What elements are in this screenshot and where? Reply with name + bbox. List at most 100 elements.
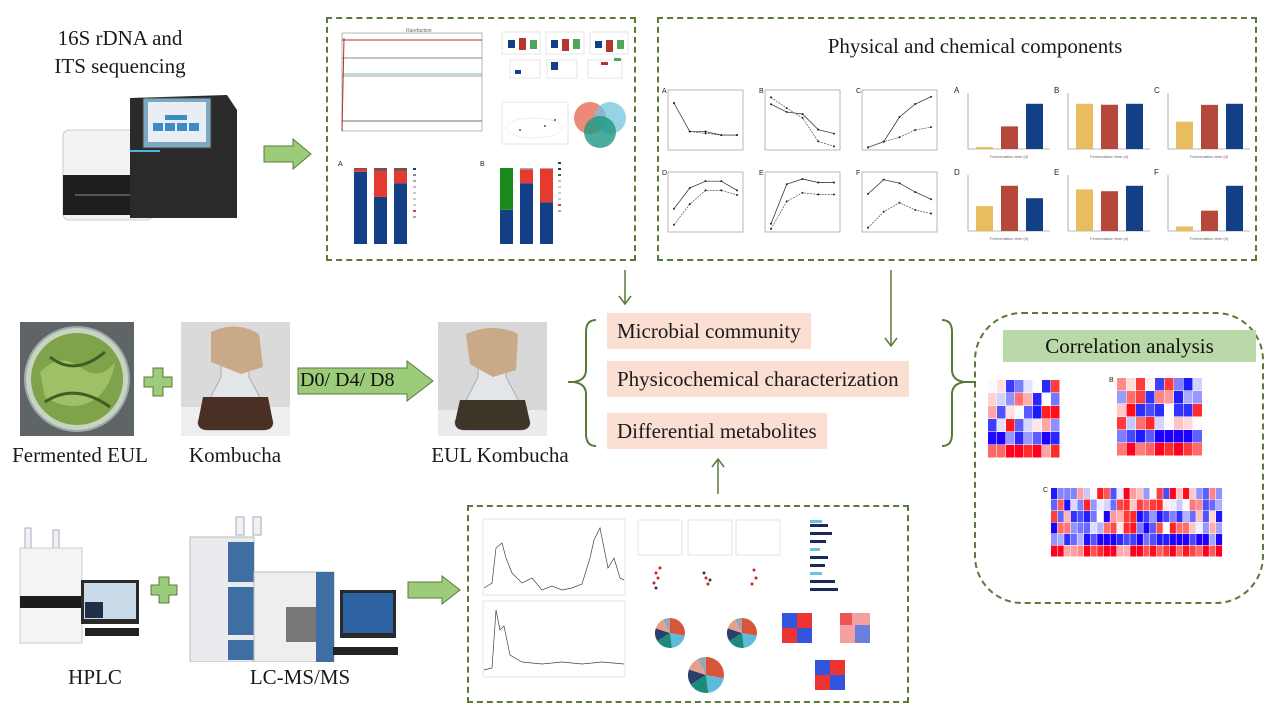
pie-slice xyxy=(655,628,670,642)
data-point xyxy=(770,222,772,225)
bar xyxy=(1026,103,1043,149)
bar xyxy=(1101,104,1118,149)
data-point xyxy=(785,183,788,186)
heatmap-cell xyxy=(1164,391,1174,404)
heatmap-cell xyxy=(1123,534,1130,545)
metabolite-heatmaps xyxy=(782,613,870,690)
stacked-bar-segment xyxy=(540,168,553,203)
heatmap-label: B xyxy=(1109,377,1114,384)
heatmap-cell xyxy=(1130,511,1137,522)
data-point xyxy=(673,207,675,210)
heatmap-cell xyxy=(1077,545,1084,557)
data-point xyxy=(882,210,885,213)
heatmap-cell xyxy=(1164,443,1174,456)
heatmap-cell xyxy=(1006,419,1015,432)
heatmap-cell xyxy=(1103,511,1110,522)
stacked-bar-segment xyxy=(520,169,533,184)
heatmap-cell xyxy=(1163,545,1170,557)
analysis-physicochemical: Physicochemical characterization xyxy=(607,361,909,397)
heatmap-cell xyxy=(1209,511,1216,522)
heatmap-cell xyxy=(1155,378,1164,391)
heatmap-cell xyxy=(1216,499,1223,511)
heatmap-cell xyxy=(1117,522,1124,534)
heatmap-cell xyxy=(1145,430,1155,443)
data-point xyxy=(801,191,804,194)
heatmap-cell xyxy=(1164,378,1174,391)
bar xyxy=(1126,185,1143,231)
heatmap-cell xyxy=(1015,445,1024,458)
heatmap-cell xyxy=(1123,511,1130,522)
bar xyxy=(1201,210,1218,231)
line-chart-label: D xyxy=(662,170,667,177)
heatmap-label: C xyxy=(1043,487,1048,494)
heatmap-cell xyxy=(1051,534,1058,545)
heatmap-cell xyxy=(1209,488,1216,499)
heatmap-cell xyxy=(1143,545,1150,557)
pie-slice xyxy=(657,633,672,648)
data-point xyxy=(882,178,885,181)
heatmap-cell xyxy=(1216,511,1223,522)
sequencing-label-line1: 16S rDNA and xyxy=(57,26,183,50)
heatmap-cell xyxy=(1057,488,1064,499)
heatmap-cell xyxy=(1033,406,1042,419)
heatmap-cell xyxy=(1136,488,1143,499)
heatmap-cell xyxy=(1057,499,1064,511)
heatmap-cell xyxy=(1174,378,1183,391)
stacked-bar-segment xyxy=(354,171,367,244)
stacked-bar-segment xyxy=(540,168,553,169)
heatmap-cell xyxy=(1216,522,1223,534)
data-point xyxy=(833,193,835,196)
arrow-up-icon xyxy=(711,458,725,494)
heatmap-cell xyxy=(1183,378,1193,391)
heatmap-cell xyxy=(1057,511,1064,522)
svg-text:Rarefaction: Rarefaction xyxy=(406,28,432,34)
heatmap-cell xyxy=(1193,417,1202,430)
heatmap-cell xyxy=(1110,499,1117,511)
heatmap-cell xyxy=(1015,432,1024,445)
microbial-figure-panel xyxy=(326,17,636,261)
heatmap-cell xyxy=(1042,432,1051,445)
data-point xyxy=(704,130,707,133)
heatmap-cell xyxy=(1130,534,1137,545)
hplc-label: HPLC xyxy=(68,665,122,689)
arrow-down-icon xyxy=(618,270,632,306)
heatmap-cell xyxy=(1174,443,1183,456)
heatmap-cell xyxy=(1015,419,1024,432)
x-axis-label: Fermentation time (d) xyxy=(1190,236,1229,241)
heatmap-cell xyxy=(1156,522,1163,534)
heatmap-cell xyxy=(1103,534,1110,545)
heatmap-cell xyxy=(1183,417,1193,430)
pcoa-scatter-chart xyxy=(501,101,569,145)
heatmap-cell xyxy=(1015,406,1024,419)
heatmap-cell xyxy=(1117,417,1126,430)
heatmap-cell xyxy=(1123,545,1130,557)
heatmap-cell xyxy=(1117,378,1126,391)
data-point xyxy=(720,134,723,137)
heatmap-cell xyxy=(1024,406,1033,419)
heatmap-cell xyxy=(1117,404,1126,417)
pie-slice xyxy=(670,618,685,636)
heatmap-cell xyxy=(1145,391,1155,404)
heatmap-cell xyxy=(1051,488,1058,499)
pie-slice xyxy=(662,618,670,633)
alpha-diversity-boxplots xyxy=(501,31,629,79)
heatmap-cell xyxy=(1097,534,1104,545)
heatmap-cell xyxy=(1024,432,1033,445)
heatmap-cell xyxy=(1110,522,1117,534)
data-point xyxy=(930,95,932,98)
stacked-bar-segment xyxy=(500,168,513,210)
heatmap-cell xyxy=(1117,488,1124,499)
eul-kombucha-image xyxy=(438,322,547,436)
heatmap-cell xyxy=(1057,522,1064,534)
heatmap-cell xyxy=(988,393,997,406)
heatmap-cell xyxy=(1110,488,1117,499)
heatmap-cell xyxy=(1183,391,1193,404)
x-axis-label: Fermentation time (d) xyxy=(1090,236,1129,241)
heatmap-cell xyxy=(1189,499,1196,511)
bar-chart-label: F xyxy=(1154,168,1159,177)
heatmap-cell xyxy=(1189,534,1196,545)
analysis-microbial-community: Microbial community xyxy=(607,313,811,349)
heatmap-cell xyxy=(1202,534,1209,545)
heatmap-cell xyxy=(1084,511,1091,522)
bar-chart-label: A xyxy=(954,86,960,95)
